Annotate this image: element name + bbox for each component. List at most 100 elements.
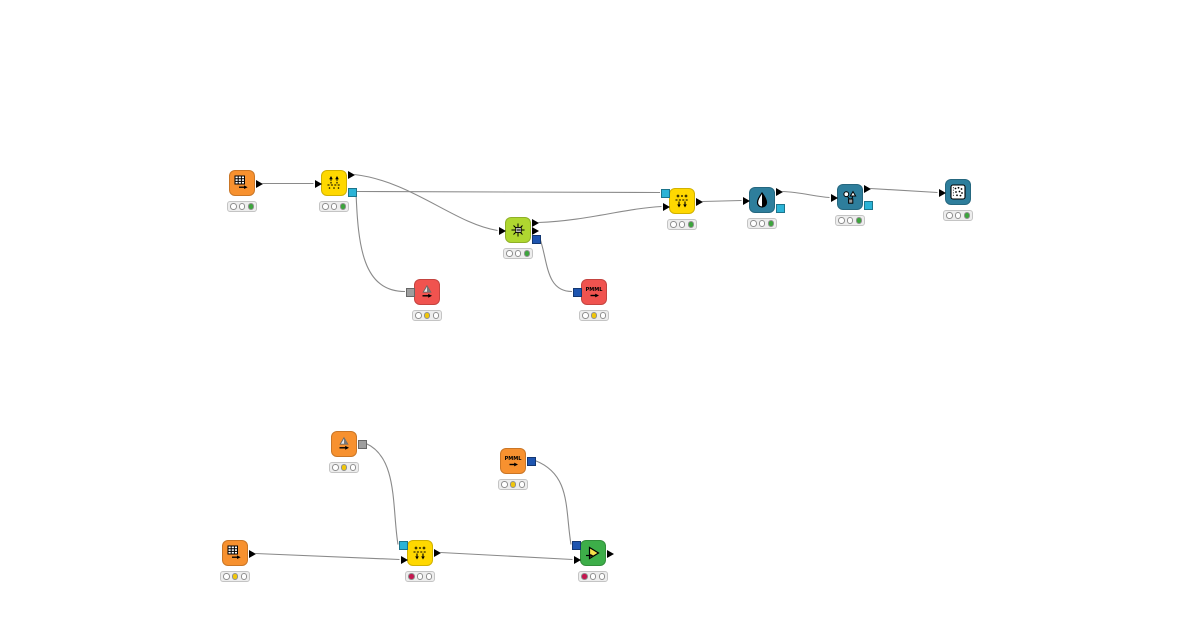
- learner-out-data-port[interactable]: [532, 219, 539, 227]
- traffic-dot-off: [846, 217, 854, 224]
- connection-wire[interactable]: [255, 552, 400, 561]
- pmml-reader-out-pmml-port[interactable]: [527, 457, 536, 466]
- connection-wire[interactable]: [539, 238, 573, 293]
- traffic-light: [220, 571, 250, 582]
- traffic-dot-off: [599, 312, 606, 319]
- normalizer-apply-in-model-port[interactable]: [661, 189, 670, 198]
- scatter-plot-node[interactable]: [938, 179, 971, 205]
- connection-wire[interactable]: [365, 442, 399, 545]
- predictor-out-data-port[interactable]: [607, 550, 614, 558]
- traffic-light: [498, 479, 528, 490]
- shape-manager-out-data-port[interactable]: [864, 185, 871, 193]
- normalizer-icon: [327, 176, 341, 189]
- connection-wire[interactable]: [702, 199, 742, 203]
- traffic-dot-yellow: [423, 312, 431, 319]
- traffic-dot-off: [332, 464, 339, 471]
- traffic-dot-green: [339, 203, 346, 210]
- color-manager-out-data-port[interactable]: [776, 188, 783, 196]
- traffic-light: [227, 201, 257, 212]
- traffic-dot-off: [514, 250, 522, 257]
- traffic-dot-off: [415, 312, 422, 319]
- predictor-node[interactable]: [572, 540, 614, 566]
- normalizer-in-data-port[interactable]: [314, 180, 322, 188]
- model-reader-node[interactable]: [331, 431, 367, 457]
- traffic-dot-off: [432, 312, 439, 319]
- traffic-dot-off: [230, 203, 237, 210]
- pmml-reader-node[interactable]: PMML: [500, 448, 536, 474]
- traffic-dot-off: [946, 212, 953, 219]
- model-writer-node[interactable]: [406, 279, 440, 305]
- normalizer-apply-2-out-data-port[interactable]: [434, 549, 441, 557]
- color-manager-in-data-port[interactable]: [742, 197, 750, 205]
- droplet-icon: [756, 191, 768, 208]
- connection-wire[interactable]: [355, 190, 661, 194]
- traffic-dot-yellow: [509, 481, 517, 488]
- traffic-light: [835, 215, 865, 226]
- traffic-light: [405, 571, 435, 582]
- file-reader-bottom-node[interactable]: [222, 540, 256, 566]
- traffic-dot-off: [425, 573, 432, 580]
- pmml-writer-in-pmml-port[interactable]: [573, 288, 582, 297]
- connection-wire[interactable]: [870, 187, 938, 194]
- svg-text:PMML: PMML: [505, 456, 522, 462]
- shapes-icon: [843, 190, 857, 204]
- pmml-writer-node[interactable]: PMML: [573, 279, 607, 305]
- traffic-dot-off: [238, 203, 246, 210]
- normalizer-apply-2-node[interactable]: [399, 540, 441, 566]
- learner-out-pmml-port[interactable]: [532, 235, 541, 244]
- normalizer-apply-out-data-port[interactable]: [696, 198, 703, 206]
- normalizer-out-model-port[interactable]: [348, 188, 357, 197]
- connection-wire[interactable]: [534, 459, 572, 545]
- pmml-icon: PMML: [505, 456, 522, 467]
- traffic-light: [578, 571, 608, 582]
- shape-manager-in-data-port[interactable]: [830, 194, 838, 202]
- traffic-light: [412, 310, 442, 321]
- normalizer-apply-node[interactable]: [661, 188, 703, 214]
- traffic-light: [319, 201, 349, 212]
- normalizer-apply-2-in-data-port[interactable]: [400, 556, 408, 564]
- learner-icon: [511, 223, 525, 237]
- traffic-dot-off: [416, 573, 424, 580]
- connection-wire[interactable]: [440, 551, 573, 561]
- traffic-dot-green: [523, 250, 530, 257]
- file-reader-bottom-out-data-port[interactable]: [249, 550, 256, 558]
- predictor-in-data-port[interactable]: [573, 556, 581, 564]
- color-manager-node[interactable]: [742, 187, 785, 213]
- svg-text:PMML: PMML: [586, 287, 603, 293]
- normalizer-node[interactable]: [314, 170, 357, 197]
- color-manager-out-model-port[interactable]: [776, 204, 785, 213]
- file-reader-top-out-data-port[interactable]: [256, 180, 263, 188]
- traffic-dot-off: [758, 220, 766, 227]
- model-icon: [339, 436, 349, 450]
- connection-wire[interactable]: [782, 190, 830, 199]
- shape-manager-out-model-port[interactable]: [864, 201, 873, 210]
- connection-wire[interactable]: [354, 173, 498, 232]
- traffic-dot-off: [501, 481, 508, 488]
- learner-out-data-2-port[interactable]: [532, 227, 539, 235]
- traffic-light: [579, 310, 609, 321]
- learner-node[interactable]: [498, 217, 541, 244]
- shape-manager-node[interactable]: [830, 184, 873, 210]
- connection-wire[interactable]: [538, 205, 662, 224]
- model-reader-out-model-port[interactable]: [358, 440, 367, 449]
- normalizer-apply-2-in-model-port[interactable]: [399, 541, 408, 550]
- connection-wire[interactable]: [355, 191, 406, 293]
- traffic-dot-green: [767, 220, 774, 227]
- normalizer-apply-in-data-port[interactable]: [662, 203, 670, 211]
- predictor-in-pmml-port[interactable]: [572, 541, 581, 550]
- traffic-dot-green: [247, 203, 254, 210]
- traffic-dot-off: [582, 312, 589, 319]
- file-reader-top-node[interactable]: [229, 170, 263, 196]
- model-icon: [422, 284, 432, 298]
- traffic-light: [943, 210, 973, 221]
- traffic-dot-yellow: [340, 464, 348, 471]
- scatter-plot-in-data-port[interactable]: [938, 189, 946, 197]
- normalizer-out-data-port[interactable]: [348, 171, 355, 179]
- traffic-dot-off: [589, 573, 597, 580]
- predictor-icon: [586, 546, 600, 560]
- learner-in-data-port[interactable]: [498, 227, 506, 235]
- traffic-dot-off: [223, 573, 230, 580]
- model-writer-in-model-port[interactable]: [406, 288, 415, 297]
- scatter-icon: [950, 184, 966, 200]
